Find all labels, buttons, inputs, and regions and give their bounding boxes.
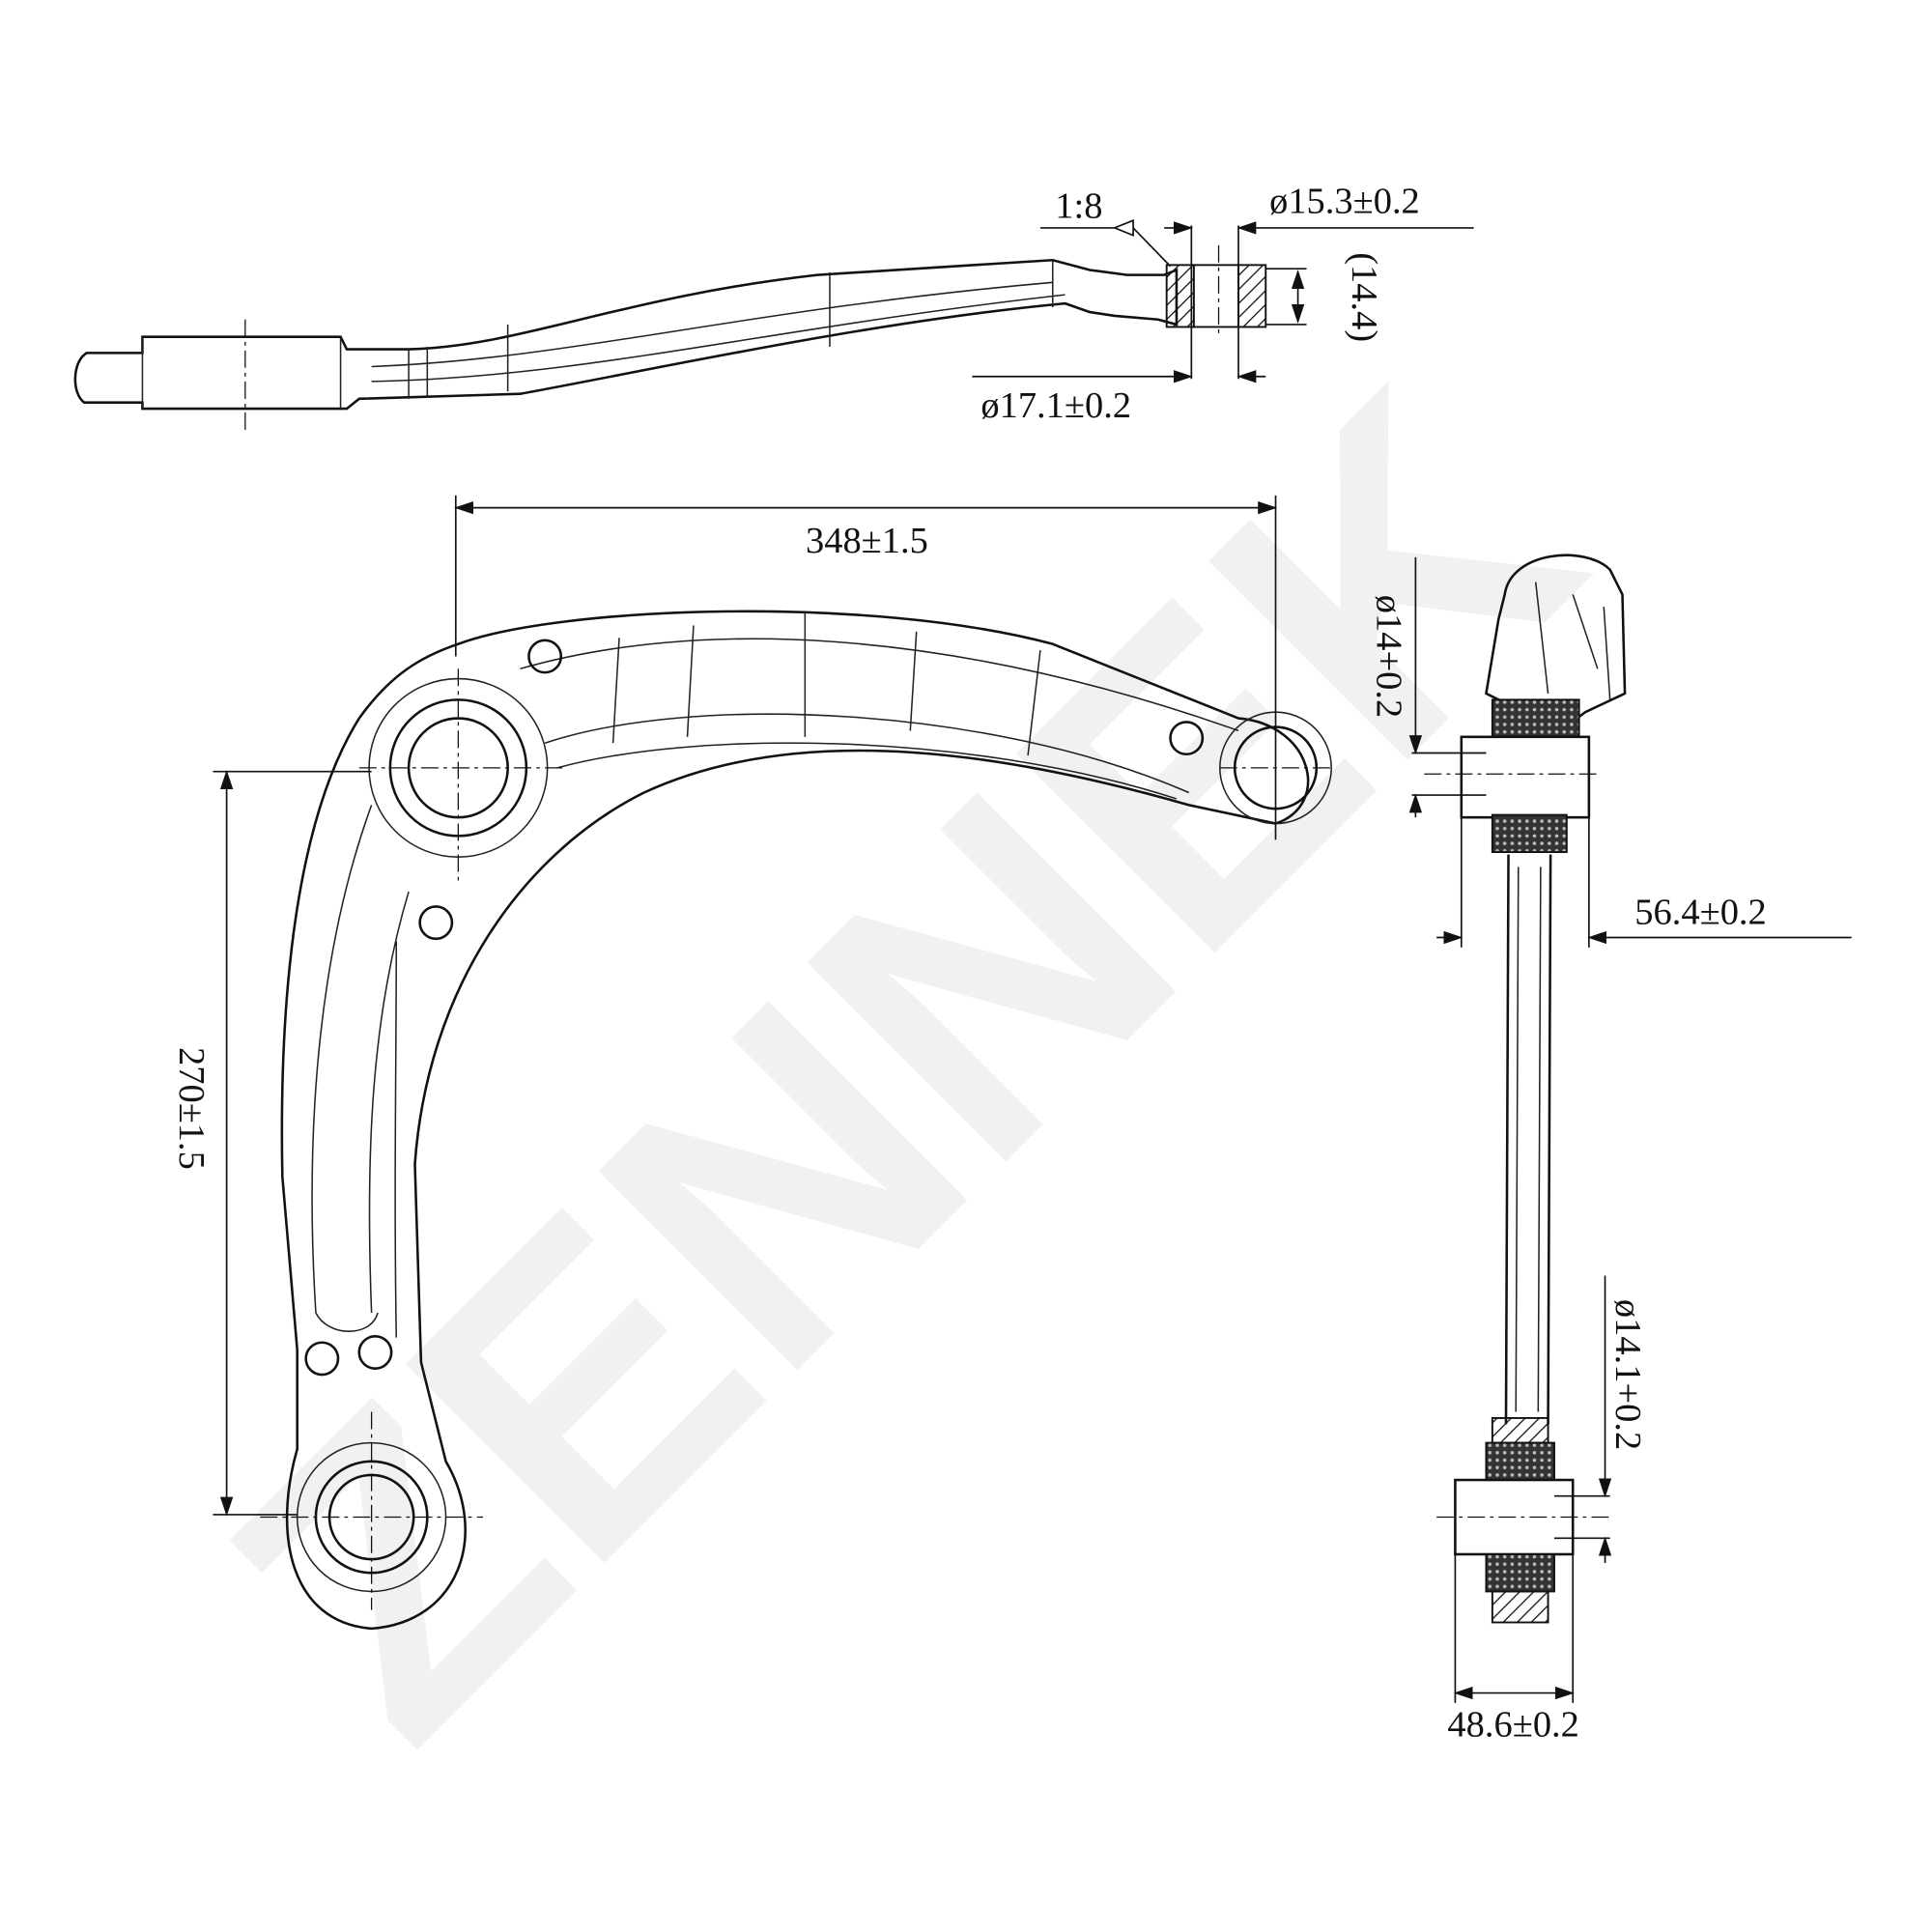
upper-width-label: 56.4±0.2 xyxy=(1634,892,1766,932)
bottom-diameter-label: ø17.1±0.2 xyxy=(980,385,1131,426)
taper-label: 1:8 xyxy=(1055,186,1102,227)
height-ref-label: (14.4) xyxy=(1344,252,1384,342)
lower-bore-label: ø14.1+0.2 xyxy=(1607,1299,1648,1450)
top-diameter-label: ø15.3±0.2 xyxy=(1269,182,1420,222)
vertical-dimension: 270±1.5 xyxy=(171,1047,212,1170)
side-view: ø14+0.2 56.4±0.2 ø14.1+0.2 48.6±0.2 xyxy=(1369,554,1852,1745)
top-view: 1:8 ø15.3±0.2 (14.4) ø17.1±0.2 xyxy=(73,182,1474,434)
main-view: 348±1.5 270±1.5 xyxy=(171,495,1332,1631)
lower-width-label: 48.6±0.2 xyxy=(1447,1704,1578,1745)
horizontal-dimension: 348±1.5 xyxy=(806,521,928,561)
upper-bore-label: ø14+0.2 xyxy=(1369,595,1409,718)
